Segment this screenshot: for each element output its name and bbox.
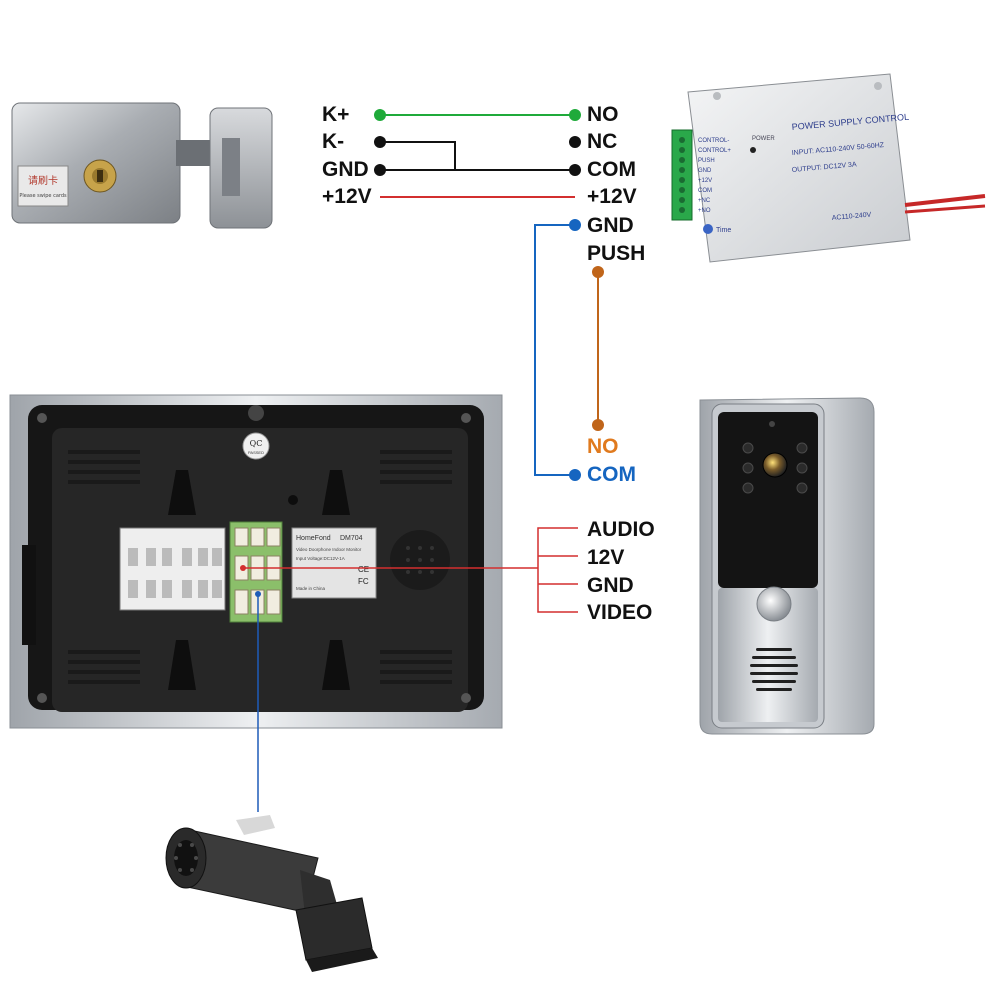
door-camera-icon [699,397,875,735]
psu-label-com: COM [587,158,636,181]
door-label-gnd: GND [587,574,634,597]
terminal-gnd [374,164,386,176]
monitor-model: DM704 [340,535,363,542]
wire-bus-spine [537,527,578,613]
terminal-no [569,109,581,121]
monitor-spec-line-1: Video Doorphone Indoor Monitor [296,547,362,552]
terminal-nc [569,136,581,148]
psu-side-terminal: COM [698,188,712,194]
electric-lock-icon: 请刷卡 Please swipe cards [11,102,273,229]
qc-sticker-text: QC [250,439,263,448]
exit-button-wiring [534,219,604,481]
monitor-label-no: NO [587,435,619,458]
psu-voltage: AC110-240V [832,212,872,222]
terminal-k-minus [374,136,386,148]
psu-side-terminals: CONTROL- CONTROL+ PUSH GND +12V COM +NC +NO [698,138,731,214]
psu-label-nc: NC [587,130,618,153]
ce-mark: CE [358,565,369,574]
psu-side-terminal: CONTROL- [698,138,729,144]
terminal-k-plus [374,109,386,121]
lock-label-k-plus: K+ [322,103,350,126]
monitor-label-com: COM [587,463,636,486]
terminal-push [592,266,604,278]
psu-side-terminal: +12V [698,178,712,184]
door-station-wiring [240,527,578,613]
lock-label-k-minus: K- [322,130,345,153]
psu-label-12v: +12V [587,185,637,208]
psu-power-label: POWER [752,136,775,142]
door-label-12v: 12V [587,546,625,569]
wire-gnd-com-blue [534,224,575,476]
fc-mark: FC [358,577,369,586]
psu-side-terminal: PUSH [698,158,715,164]
indoor-monitor-icon: QC PASSED HomeFond DM704 Video Doorphone… [9,394,503,729]
psu-label-gnd: GND [587,214,634,237]
psu-side-terminal: CONTROL+ [698,148,731,154]
psu-label-no: NO [587,103,619,126]
terminal-monitor-no [592,419,604,431]
psu-time-label: Time [716,227,731,234]
terminal-com [569,164,581,176]
lock-plate-subtext: Please swipe cards [19,193,67,199]
monitor-spec-line-2: Input Voltage:DC12V-1A [296,556,345,561]
psu-side-terminal: GND [698,168,712,174]
monitor-spec-line-3: Made in China [296,586,326,591]
door-label-video: VIDEO [587,601,653,624]
cctv-camera-icon [165,815,378,972]
lock-wiring [374,109,581,198]
psu-side-terminal: +NC [698,198,711,204]
psu-side-terminal: +NO [698,208,711,214]
power-supply-icon: POWER POWER SUPPLY CONTROL INPUT: AC110-… [671,73,986,263]
qc-sticker-sub: PASSED [248,450,264,455]
terminal-monitor-com [569,469,581,481]
lock-label-gnd: GND [322,158,369,181]
monitor-brand: HomeFond [296,535,331,542]
door-label-audio: AUDIO [587,518,655,541]
wire-k-minus [380,141,456,170]
terminal-psu-gnd [569,219,581,231]
lock-plate-text: 请刷卡 [28,174,58,187]
lock-label-12v: +12V [322,185,372,208]
psu-label-push: PUSH [587,242,646,265]
